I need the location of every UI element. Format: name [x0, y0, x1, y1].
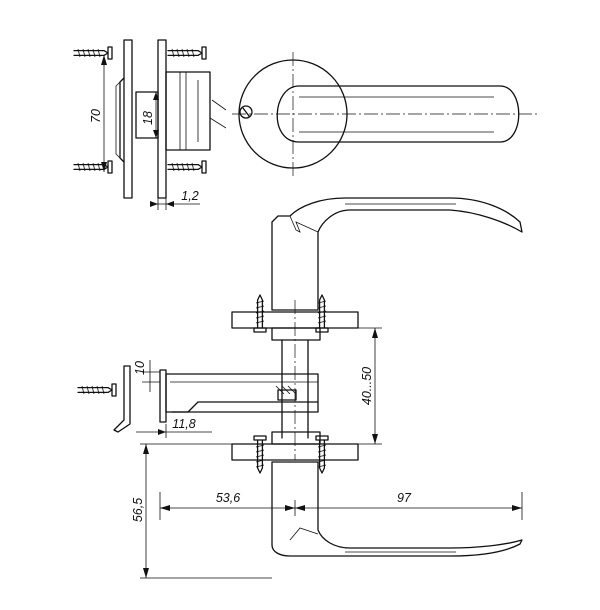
dim-97: 97 — [397, 491, 412, 505]
rosette-screw-3 — [253, 435, 267, 474]
latch-screw — [77, 383, 117, 397]
screw-top-right — [167, 46, 207, 60]
lever-upper — [271, 197, 523, 311]
dim-70: 70 — [89, 109, 103, 123]
dim-11-8: 11,8 — [172, 417, 195, 431]
rosette-screw-1 — [253, 294, 267, 333]
spindle — [281, 300, 309, 460]
latch-body — [135, 39, 227, 199]
latch-horizontal — [77, 365, 319, 433]
dim-40-50: 40...50 — [360, 367, 374, 405]
lever-top-view — [232, 52, 540, 178]
dim-18: 18 — [141, 111, 155, 125]
lever-lower — [271, 461, 523, 557]
screw-bottom-right — [167, 160, 207, 174]
screw-top-left — [73, 46, 113, 60]
dim-1-2: 1,2 — [181, 189, 198, 203]
latch-side-view — [73, 39, 133, 199]
dim-53-6: 53,6 — [216, 491, 240, 505]
dim-10: 10 — [133, 361, 147, 375]
dim-56-5: 56,5 — [131, 498, 145, 522]
rosette-lower — [231, 431, 359, 474]
dimension-lines — [101, 55, 523, 579]
